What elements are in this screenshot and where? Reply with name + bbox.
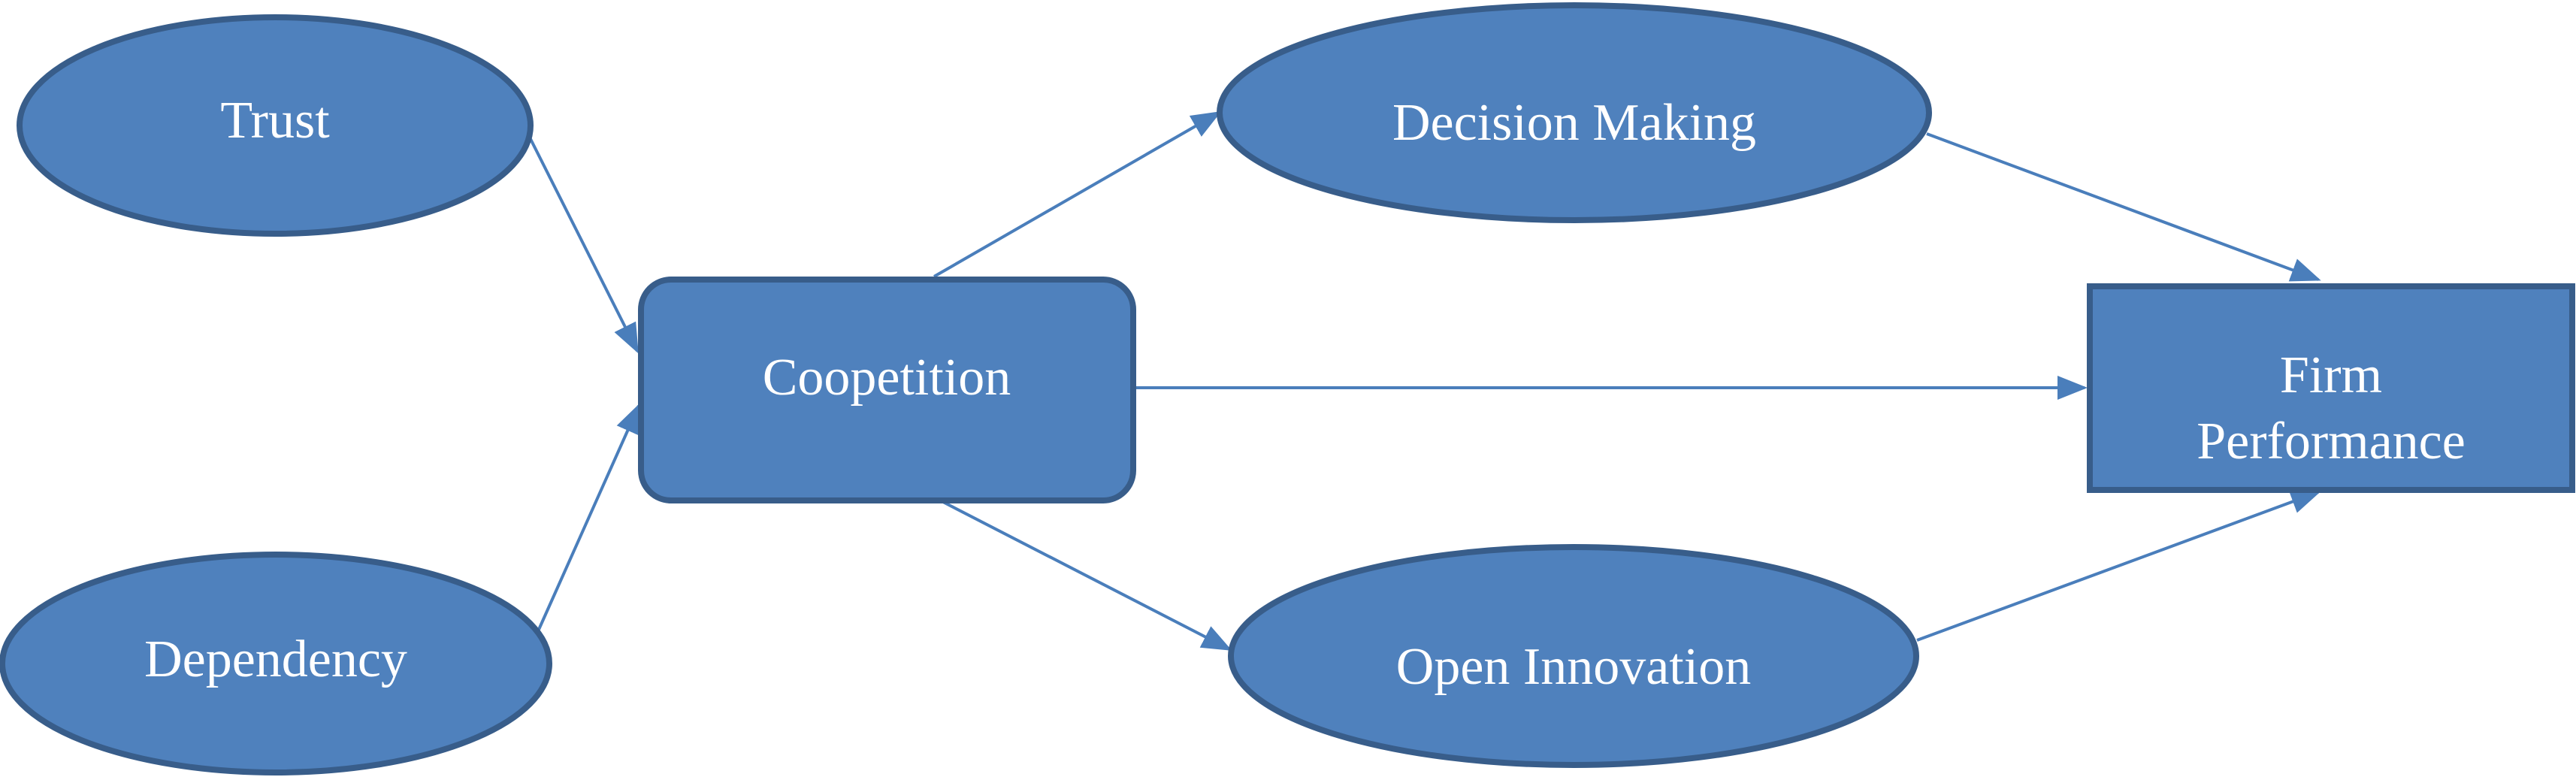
coopetition-box [638, 277, 1136, 503]
decision-making-ellipse [1217, 2, 1932, 223]
open-innovation-ellipse [1228, 544, 1919, 768]
edge-decision-making-to-firm-performance [1926, 132, 2321, 282]
firm-performance-box [2087, 283, 2575, 493]
edge-trust-to-coopetition [528, 137, 639, 354]
trust-label: Trust [220, 92, 330, 150]
edges [528, 111, 2321, 651]
trust-ellipse [17, 14, 534, 237]
dependency-label: Dependency [144, 630, 407, 688]
node-open-innovation: Open Innovation [1228, 544, 1919, 768]
coopetition-label: Coopetition [763, 349, 1011, 407]
firm-performance-label-line2: Performance [2197, 413, 2466, 470]
node-trust: Trust [17, 14, 534, 237]
edge-dependency-to-coopetition [537, 403, 640, 632]
decision-making-label: Decision Making [1392, 94, 1756, 152]
node-firm-performance: Firm Performance [2087, 283, 2575, 493]
node-coopetition: Coopetition [638, 277, 1136, 503]
firm-performance-label-line1: Firm [2280, 346, 2382, 404]
node-dependency: Dependency [0, 552, 552, 775]
open-innovation-label: Open Innovation [1396, 638, 1751, 696]
edge-open-innovation-to-firm-performance [1916, 490, 2321, 642]
edge-coopetition-to-open-innovation [942, 500, 1232, 651]
edge-coopetition-to-decision-making [933, 111, 1222, 278]
dependency-ellipse [0, 552, 552, 775]
node-decision-making: Decision Making [1217, 2, 1932, 223]
